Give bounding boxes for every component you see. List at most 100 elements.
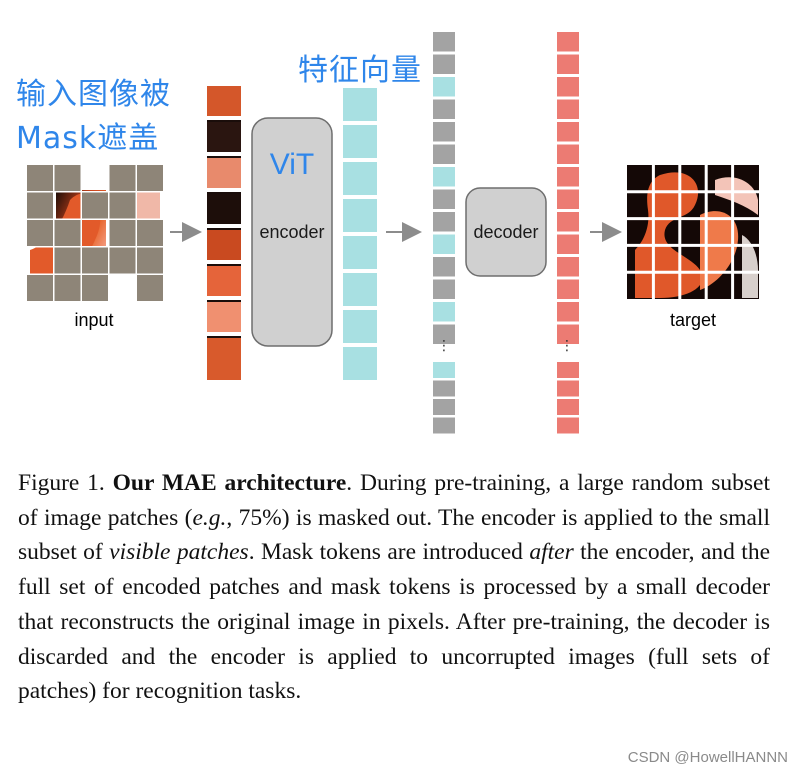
decoded-token: [557, 189, 579, 209]
encoded-token: [433, 77, 455, 97]
decoded-token: [557, 417, 579, 434]
decoded-token: [557, 324, 579, 344]
decoded-token: [557, 122, 579, 142]
masked-patch: [137, 275, 163, 301]
caption-text-1: . During pre-training, a large random su…: [18, 470, 770, 531]
decoded-token: [557, 32, 579, 52]
grid-line: [53, 165, 55, 303]
target-label: target: [670, 310, 716, 330]
target-image: [627, 165, 759, 299]
caption-figure-number: Figure 1.: [18, 470, 105, 496]
mae-diagram: input ViT encoder ⋮ decoder: [27, 32, 759, 434]
encoded-token: [343, 236, 377, 269]
mask-token: [433, 399, 455, 415]
masked-patch: [27, 165, 53, 191]
caption-visible-patches: visible patches: [109, 539, 249, 566]
masked-patch: [27, 192, 53, 219]
caption-after: after: [529, 539, 574, 566]
caption-eg: e.g.: [192, 504, 227, 531]
watermark: CSDN @HowellHANNN: [627, 749, 788, 766]
mask-token: [433, 54, 455, 74]
masked-patch: [27, 220, 53, 246]
ellipsis-decoded: ⋮: [560, 338, 574, 354]
figure-caption: Figure 1. Our MAE architecture. During p…: [18, 466, 770, 709]
encoded-token: [343, 88, 377, 121]
masked-patch: [137, 165, 163, 191]
caption-text-2: , 75%) is masked out. The encoder is app…: [18, 504, 770, 566]
caption-text-3: . Mask tokens are introduced: [248, 539, 530, 566]
decoded-token: [557, 144, 579, 164]
decoded-token: [557, 54, 579, 74]
decoded-token: [557, 77, 579, 97]
masked-patch: [82, 275, 108, 301]
masked-patch: [137, 220, 163, 246]
encoded-token: [433, 234, 455, 254]
decoded-token: [557, 167, 579, 187]
decoded-token: [557, 362, 579, 378]
encoded-token: [343, 125, 377, 158]
input-label: input: [74, 310, 113, 330]
masked-patch: [109, 247, 136, 274]
encoded-token: [343, 162, 377, 195]
decoder-label: decoder: [473, 222, 538, 242]
mask-token: [433, 32, 455, 52]
decoded-token: [557, 212, 579, 232]
mask-token: [433, 212, 455, 232]
ellipsis-full: ⋮: [437, 338, 451, 354]
input-image: [27, 165, 165, 303]
masked-patch: [82, 192, 108, 219]
mask-token: [433, 279, 455, 299]
encoded-tokens: [343, 88, 377, 380]
grid-line: [108, 165, 110, 303]
mask-token: [433, 99, 455, 119]
decoded-token: [557, 302, 579, 322]
masked-patch: [109, 220, 136, 246]
caption-text-4: the encoder, and the full set of encoded…: [18, 539, 770, 705]
decoded-token: [557, 380, 579, 397]
encoded-token: [433, 302, 455, 322]
encoded-token: [433, 167, 455, 187]
encoded-token: [433, 362, 455, 378]
masked-patch: [54, 220, 81, 246]
grid-line: [27, 273, 165, 275]
encoder-label: encoder: [259, 222, 324, 242]
masked-patch: [137, 247, 163, 274]
grid-line: [27, 246, 165, 248]
decoded-token: [557, 234, 579, 254]
mask-token: [433, 144, 455, 164]
encoder-box: [251, 117, 333, 347]
input-mask-grid: [27, 165, 165, 303]
decoded-token: [557, 399, 579, 415]
encoded-token: [343, 310, 377, 343]
masked-patch: [109, 192, 136, 219]
annotation-feature-vectors: 特征向量: [298, 53, 422, 88]
masked-patch: [109, 165, 136, 191]
grid-line: [80, 165, 82, 303]
full-token-sequence: [433, 32, 455, 434]
mask-token: [433, 122, 455, 142]
encoded-token: [343, 273, 377, 306]
mask-token: [433, 417, 455, 434]
decoded-token: [557, 257, 579, 277]
masked-patch: [82, 247, 108, 274]
visible-patches: [207, 86, 241, 380]
annotation-input-masked-line1: 输入图像被: [16, 77, 171, 112]
grid-line: [27, 218, 165, 220]
grid-line: [27, 191, 165, 193]
encoder-title: ViT: [270, 148, 314, 181]
decoder-box: [465, 187, 547, 277]
grid-line: [135, 165, 137, 303]
mask-token: [433, 324, 455, 344]
mask-token: [433, 189, 455, 209]
masked-patch: [54, 165, 81, 191]
masked-patch: [54, 247, 81, 274]
decoded-tokens: [557, 32, 579, 434]
annotation-input-masked-line2: Mask遮盖: [16, 121, 160, 156]
decoded-token: [557, 279, 579, 299]
mask-token: [433, 257, 455, 277]
caption-title: Our MAE architecture: [112, 470, 347, 496]
encoded-token: [343, 347, 377, 380]
mask-token: [433, 380, 455, 397]
decoded-token: [557, 99, 579, 119]
masked-patch: [27, 275, 53, 301]
